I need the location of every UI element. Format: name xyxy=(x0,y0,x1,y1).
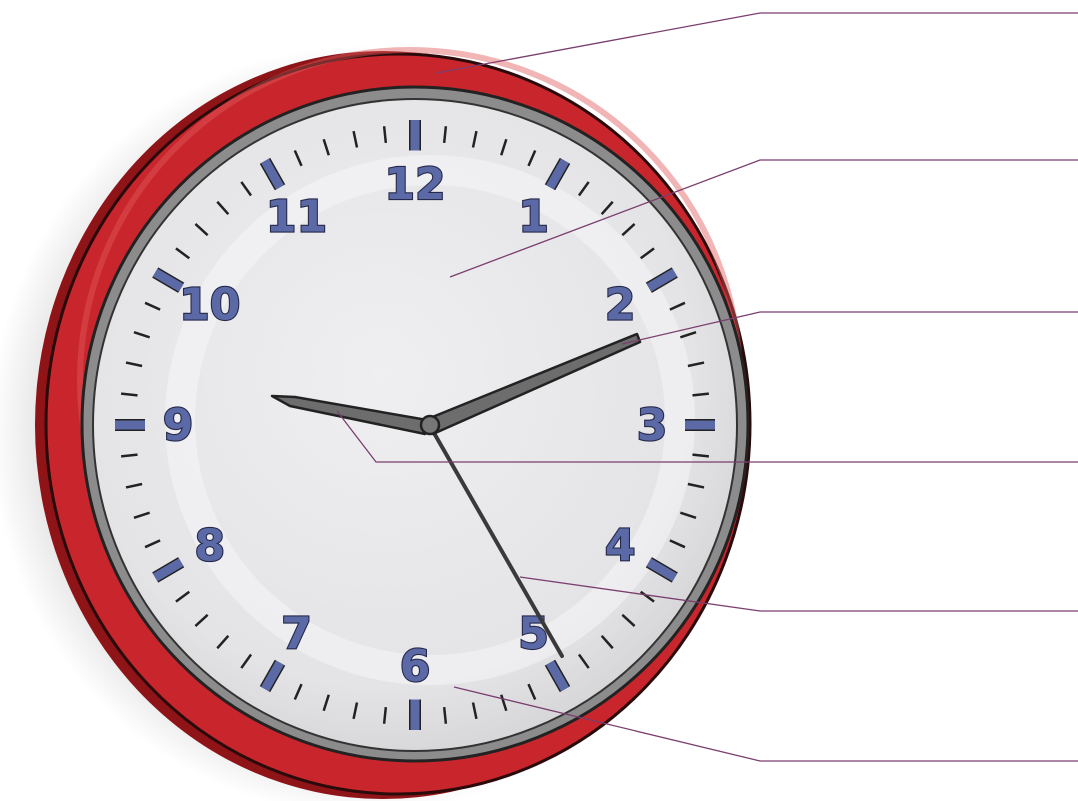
minute-tick xyxy=(384,707,386,724)
numeral-12: 12 xyxy=(384,159,445,210)
numeral-3: 3 xyxy=(637,400,668,451)
numeral-1: 1 xyxy=(518,191,549,242)
leader-line-frame xyxy=(436,13,1078,73)
center-pin xyxy=(421,416,439,434)
numeral-2: 2 xyxy=(605,280,636,331)
numeral-4: 4 xyxy=(605,520,636,571)
numeral-5: 5 xyxy=(518,609,549,660)
numeral-7: 7 xyxy=(281,609,312,660)
numeral-8: 8 xyxy=(194,520,225,571)
minute-tick xyxy=(692,455,708,457)
minute-tick xyxy=(444,707,446,724)
minute-tick xyxy=(121,394,137,396)
minute-tick xyxy=(384,126,386,143)
numeral-9: 9 xyxy=(163,400,194,451)
numeral-10: 10 xyxy=(179,280,240,331)
numeral-11: 11 xyxy=(266,191,327,242)
minute-tick xyxy=(692,394,708,396)
numeral-6: 6 xyxy=(400,641,431,692)
minute-tick xyxy=(121,455,137,457)
minute-tick xyxy=(444,126,446,143)
